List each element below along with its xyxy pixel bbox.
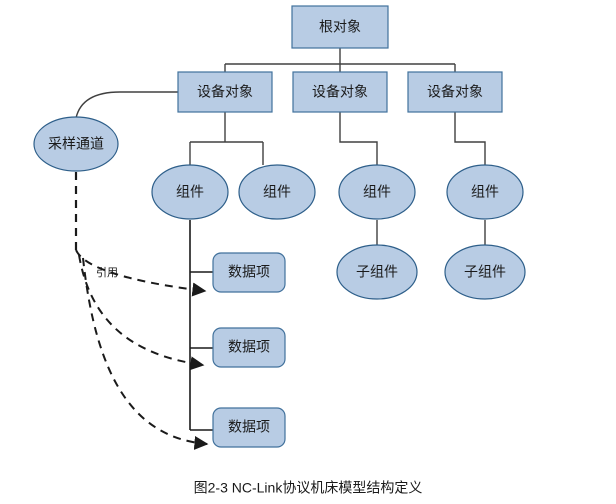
node-root-object[interactable]: 根对象 bbox=[291, 5, 389, 49]
sampling-channel-ellipse[interactable] bbox=[33, 116, 119, 172]
reference-arrow-3 bbox=[82, 257, 209, 450]
node-data-item-2[interactable]: 数据项 bbox=[212, 327, 286, 368]
device-object-2-box[interactable] bbox=[292, 71, 388, 113]
edge-device2-to-component3 bbox=[339, 112, 378, 165]
node-sampling-channel[interactable]: 采样通道 bbox=[33, 116, 119, 172]
root-object-box[interactable] bbox=[291, 5, 389, 49]
component-1-ellipse[interactable] bbox=[151, 164, 229, 220]
device-object-1-box[interactable] bbox=[177, 71, 273, 113]
node-component-2[interactable]: 组件 bbox=[238, 164, 316, 220]
node-device-object-1[interactable]: 设备对象 bbox=[177, 71, 273, 113]
reference-edges: 引用 bbox=[74, 172, 209, 450]
node-component-3[interactable]: 组件 bbox=[338, 164, 416, 220]
reference-arrow-1 bbox=[75, 249, 207, 297]
device-object-3-box[interactable] bbox=[407, 71, 503, 113]
data-item-1-box[interactable] bbox=[212, 252, 286, 293]
reference-edge-label: 引用 bbox=[96, 265, 118, 279]
node-device-object-3[interactable]: 设备对象 bbox=[407, 71, 503, 113]
node-data-item-3[interactable]: 数据项 bbox=[212, 407, 286, 448]
tree-connectors bbox=[75, 48, 486, 431]
edge-device1-to-sampling-channel bbox=[75, 91, 178, 119]
node-data-item-1[interactable]: 数据项 bbox=[212, 252, 286, 293]
node-subcomponent-1[interactable]: 子组件 bbox=[336, 244, 418, 300]
node-component-1[interactable]: 组件 bbox=[151, 164, 229, 220]
reference-arrow-2 bbox=[78, 254, 205, 371]
component-2-ellipse[interactable] bbox=[238, 164, 316, 220]
data-item-3-box[interactable] bbox=[212, 407, 286, 448]
node-component-4[interactable]: 组件 bbox=[446, 164, 524, 220]
data-item-2-box[interactable] bbox=[212, 327, 286, 368]
figure-caption: 图2-3 NC-Link协议机床模型结构定义 bbox=[194, 480, 423, 496]
component-3-ellipse[interactable] bbox=[338, 164, 416, 220]
node-subcomponent-2[interactable]: 子组件 bbox=[444, 244, 526, 300]
node-device-object-2[interactable]: 设备对象 bbox=[292, 71, 388, 113]
edge-device3-to-component4 bbox=[454, 112, 486, 165]
subcomponent-2-ellipse[interactable] bbox=[444, 244, 526, 300]
component-4-ellipse[interactable] bbox=[446, 164, 524, 220]
subcomponent-1-ellipse[interactable] bbox=[336, 244, 418, 300]
